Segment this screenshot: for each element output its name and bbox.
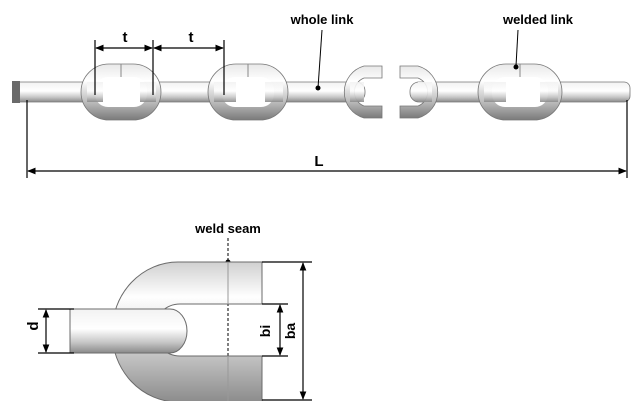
welded-link-label: welded link <box>502 12 574 27</box>
diameter-dimension <box>38 308 74 354</box>
pitch-dimensions <box>94 40 225 95</box>
welded-link-leader <box>515 29 519 67</box>
link-detail <box>69 261 263 401</box>
left-end-cap <box>12 81 20 103</box>
outer-width-dimension <box>262 261 312 401</box>
pitch-label-left: t <box>123 29 128 46</box>
length-label: L <box>314 153 323 170</box>
chain <box>12 63 631 121</box>
upright-link-1 <box>80 63 162 121</box>
whole-link-label: whole link <box>290 12 355 27</box>
pitch-label-right: t <box>189 29 194 46</box>
welded-link-leader-dot <box>513 64 519 70</box>
inner-width-dimension <box>262 303 288 357</box>
diameter-label: d <box>25 321 42 330</box>
whole-link-leader-dot <box>315 85 321 91</box>
length-dimension <box>26 100 628 178</box>
whole-link-leader <box>317 29 323 89</box>
inner-width-label: bi <box>257 325 273 337</box>
weld-seam-label: weld seam <box>194 221 261 236</box>
inserted-link <box>69 308 188 354</box>
outer-width-label: ba <box>282 323 298 340</box>
